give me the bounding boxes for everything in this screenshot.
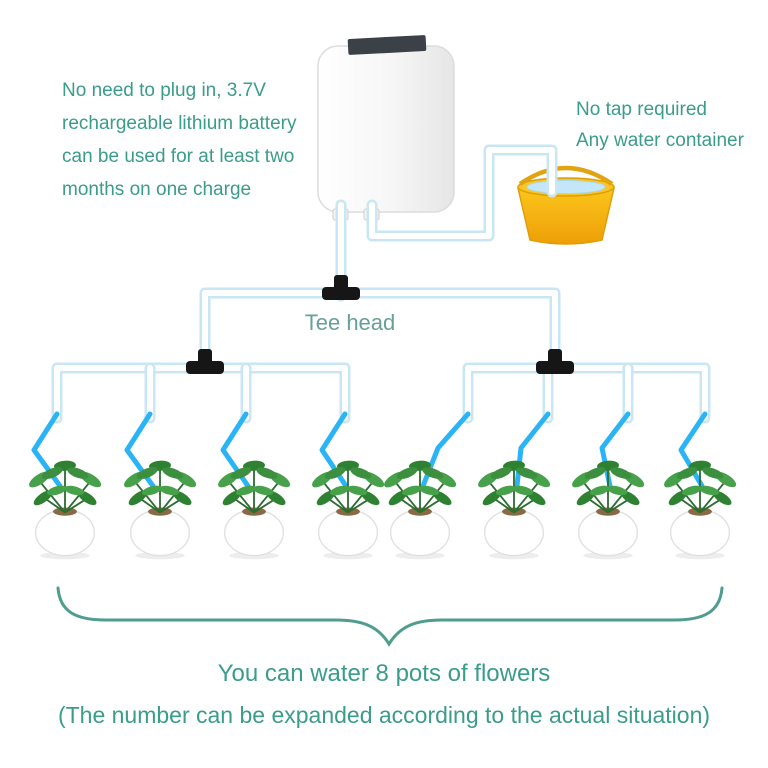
battery-note-line: can be used for at least two xyxy=(62,146,295,167)
battery-note-line: No need to plug in, 3.7V xyxy=(62,80,266,101)
bucket-handle xyxy=(518,165,614,186)
tee-head-right xyxy=(536,349,574,374)
caption-line-2: (The number can be expanded according to… xyxy=(57,702,711,728)
tube-main-manifold xyxy=(199,287,561,374)
water-source-note: No tap required Any water container xyxy=(576,94,766,156)
tube-right-manifold xyxy=(462,362,711,424)
tee-head-label: Tee head xyxy=(304,310,396,335)
battery-note-line: months on one charge xyxy=(62,179,252,200)
battery-note-line: rechargeable lithium battery xyxy=(62,113,297,134)
tee-head-left xyxy=(186,349,224,374)
solar-panel xyxy=(347,35,427,55)
tee-head-main xyxy=(322,275,360,300)
potted-plant xyxy=(25,459,105,561)
potted-plant xyxy=(120,459,200,561)
potted-plant xyxy=(380,459,460,561)
water-source-note-line: No tap required xyxy=(576,99,707,120)
curly-brace xyxy=(56,586,724,647)
battery-note: No need to plug in, 3.7V rechargeable li… xyxy=(62,74,338,206)
potted-plant xyxy=(660,459,740,561)
potted-plant xyxy=(214,459,294,561)
flower-pots xyxy=(25,459,740,561)
tube-pump-to-bucket xyxy=(366,144,558,242)
potted-plant xyxy=(308,459,388,561)
caption-line-1: You can water 8 pots of flowers xyxy=(217,660,551,687)
drip-tube xyxy=(678,411,708,489)
water-bucket xyxy=(517,165,615,245)
pump-controller xyxy=(317,35,455,221)
water-source-note-line: Any water container xyxy=(576,130,744,151)
potted-plant xyxy=(474,459,554,561)
bucket-water xyxy=(526,180,606,194)
potted-plant xyxy=(568,459,648,561)
tube-left-manifold xyxy=(51,362,351,424)
